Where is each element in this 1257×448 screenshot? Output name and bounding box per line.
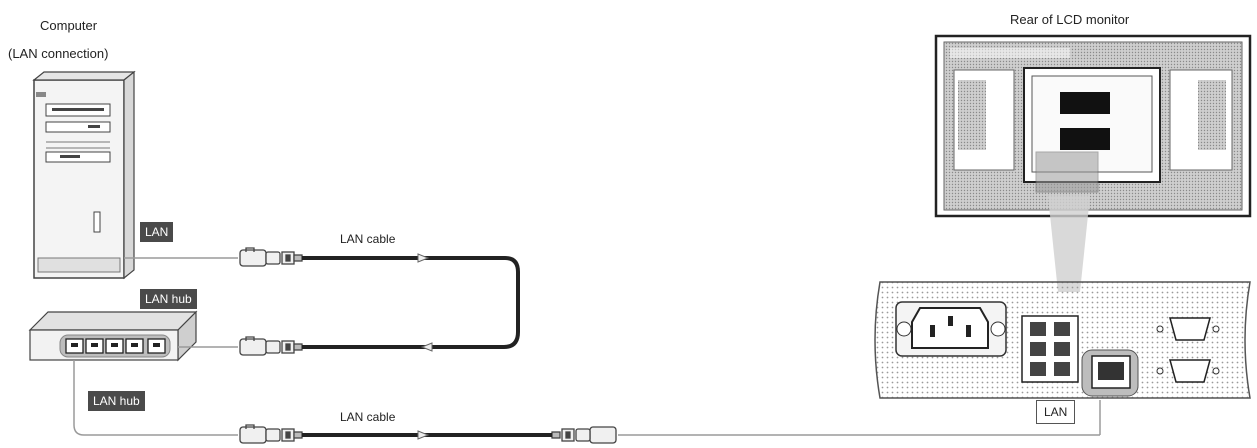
speaker-terminal-icon — [1021, 315, 1079, 383]
lan-hub-label: LAN hub — [140, 289, 197, 309]
computer-tower-icon — [32, 70, 136, 280]
lan-cable-loop — [300, 253, 520, 352]
connector-panel — [874, 281, 1251, 399]
lcd-monitor-rear-icon — [934, 34, 1252, 218]
connection-lines — [73, 257, 1101, 436]
computer-subtitle: (LAN connection) — [8, 46, 109, 61]
serial-port-icon — [1156, 317, 1220, 383]
lan-hub-icon — [28, 310, 198, 362]
monitor-lan-label: LAN — [1036, 400, 1076, 424]
lan-cable-label-bottom: LAN cable — [340, 410, 396, 424]
lan-cable-label: LAN cable — [340, 232, 396, 246]
lan-jack-icon — [1081, 349, 1139, 397]
lan-plug-icon — [239, 247, 617, 444]
zoom-indicator — [1048, 196, 1090, 292]
lan-port-label: LAN — [140, 222, 174, 242]
power-inlet-icon — [895, 301, 1007, 357]
lan-hub-label-bottom: LAN hub — [88, 391, 145, 411]
monitor-title: Rear of LCD monitor — [1010, 12, 1130, 27]
lan-cable-bottom — [302, 430, 552, 440]
computer-title: Computer — [40, 18, 98, 33]
